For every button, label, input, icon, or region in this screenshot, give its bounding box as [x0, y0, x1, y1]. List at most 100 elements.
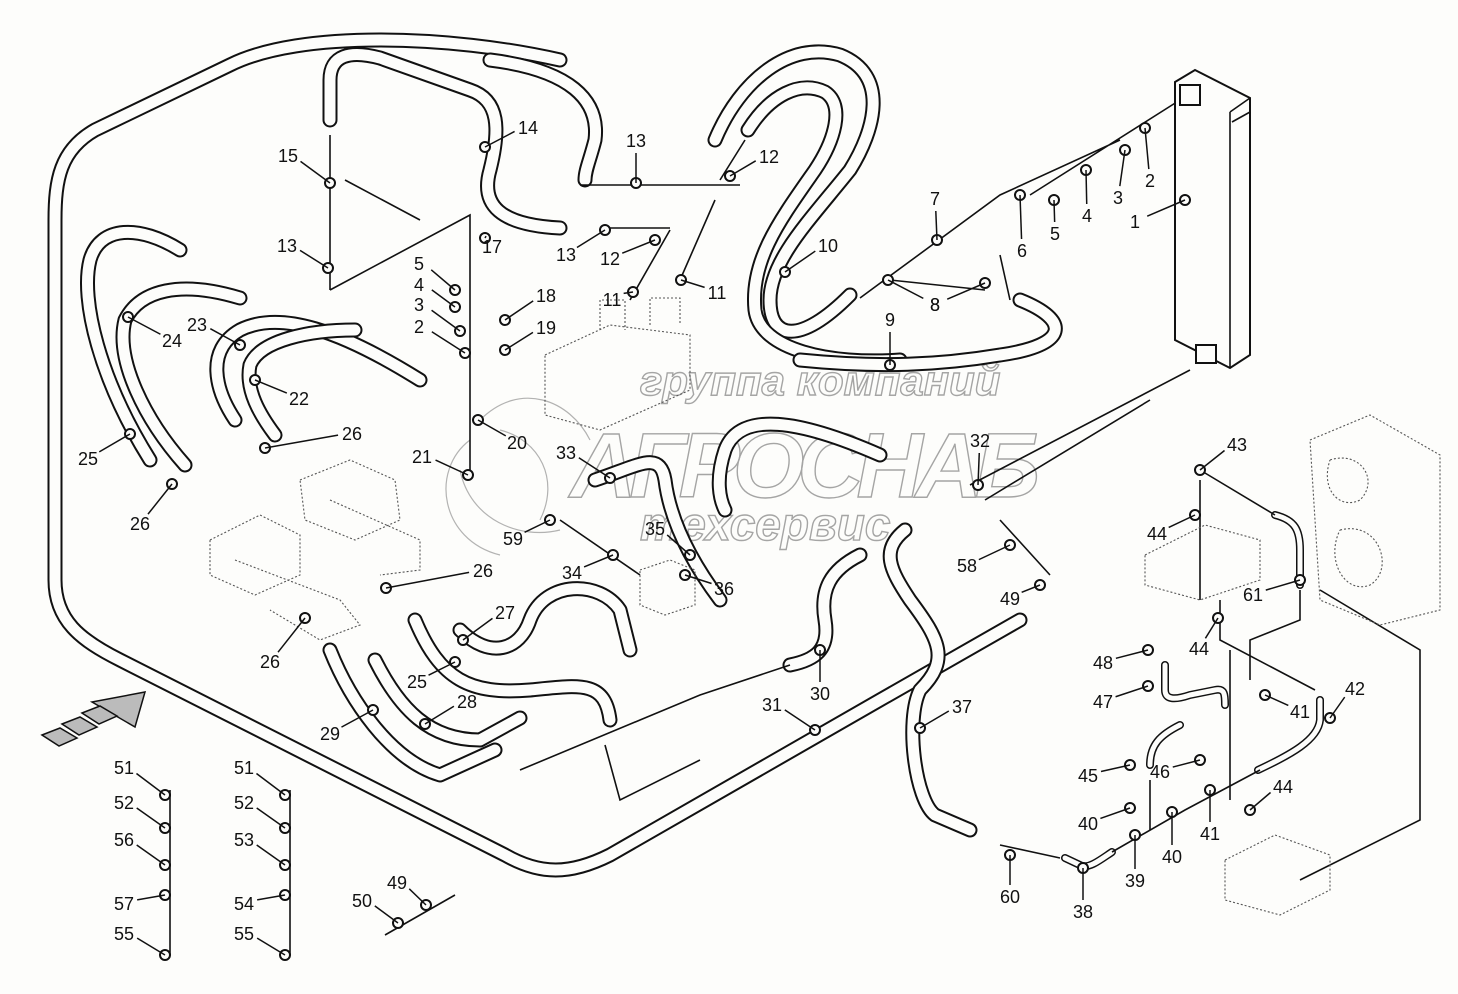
callout-8: 8	[887, 279, 940, 315]
callout-number: 23	[187, 315, 207, 335]
callout-leader	[98, 433, 131, 453]
callout-leader	[1021, 584, 1041, 594]
callout-number: 1	[1130, 212, 1140, 232]
callout-leader	[621, 239, 656, 254]
pump-ghost-bottom	[1224, 834, 1331, 916]
callout-20: 20	[477, 419, 527, 453]
callout-number: 17	[482, 237, 502, 257]
callout-leader	[576, 229, 606, 249]
callout-leader	[666, 534, 691, 556]
callout-number: 11	[708, 283, 727, 303]
hose-31-outer-loop	[47, 32, 1028, 878]
callout-17: 17	[482, 235, 502, 257]
callout-6: 6	[1017, 194, 1027, 261]
callout-number: 25	[407, 672, 427, 692]
callout-number: 47	[1093, 692, 1113, 712]
callout-24: 24	[127, 316, 182, 351]
callout-leader	[583, 554, 614, 568]
callout-57: 57	[114, 894, 166, 914]
callout-8: 8	[930, 282, 986, 315]
callout-number: 5	[414, 254, 424, 274]
callout-number: 53	[234, 830, 254, 850]
callout-5: 5	[414, 254, 456, 291]
callout-number: 29	[320, 724, 340, 744]
callout-leader	[300, 160, 331, 184]
callout-leader	[428, 661, 456, 676]
callout-number: 15	[278, 146, 298, 166]
callout-number: 31	[762, 695, 782, 715]
callout-leader	[277, 617, 306, 653]
callout-leader	[341, 709, 374, 728]
callout-leader	[484, 130, 515, 148]
callout-number: 49	[1000, 589, 1020, 609]
callout-leader	[1264, 694, 1289, 707]
callout-number: 4	[414, 275, 424, 295]
oil-cooler	[1174, 68, 1251, 370]
callout-38: 38	[1073, 868, 1093, 922]
callout-19: 19	[504, 318, 556, 351]
callout-leader	[256, 844, 286, 866]
callout-number: 22	[289, 389, 309, 409]
callout-leader	[1265, 579, 1301, 591]
callout-7: 7	[930, 189, 940, 241]
callout-28: 28	[424, 692, 477, 725]
callout-number: 4	[1082, 206, 1092, 226]
callout-35: 35	[645, 519, 691, 556]
pipe-42	[1254, 696, 1324, 774]
callout-leader	[1085, 169, 1088, 205]
callout-number: 20	[507, 433, 527, 453]
callout-number: 57	[114, 894, 134, 914]
callout-leader	[136, 937, 166, 956]
callout-number: 13	[626, 131, 646, 151]
callout-29: 29	[320, 709, 374, 744]
callout-leader	[264, 434, 339, 449]
callout-number: 14	[518, 118, 538, 138]
fittings	[122, 122, 1336, 961]
callout-number: 28	[457, 692, 477, 712]
callout-56: 56	[114, 830, 166, 866]
callout-leader	[256, 772, 286, 796]
callout-36: 36	[684, 574, 734, 599]
callout-15: 15	[278, 146, 331, 184]
watermark-leaf-logo	[445, 397, 591, 556]
callout-number: 13	[556, 245, 576, 265]
callout-number: 3	[1113, 188, 1123, 208]
callout-60: 60	[1000, 855, 1020, 907]
callout-21: 21	[412, 447, 469, 476]
callout-43: 43	[1199, 435, 1247, 471]
callout-leader	[504, 331, 534, 351]
callout-number: 8	[930, 295, 940, 315]
callout-12: 12	[600, 239, 656, 269]
callout-leader	[256, 807, 286, 829]
watermark: группа компаний АГРОСНАБ техсервис	[445, 356, 1041, 556]
callout-59: 59	[503, 519, 551, 549]
callout-number: 41	[1290, 702, 1310, 722]
callout-25: 25	[78, 433, 131, 469]
callout-50: 50	[352, 891, 399, 924]
hose-10	[707, 44, 908, 369]
callout-leader	[504, 300, 534, 321]
callout-leader	[919, 710, 950, 729]
callout-leader	[430, 269, 456, 291]
callout-number: 12	[600, 249, 620, 269]
sensor-block-ghost	[639, 559, 696, 616]
callout-18: 18	[504, 286, 556, 321]
callout-leader	[1053, 199, 1056, 223]
callout-leader	[424, 705, 455, 725]
callout-2: 2	[1144, 127, 1155, 191]
callout-leader	[477, 419, 507, 437]
callout-30: 30	[810, 650, 830, 704]
callout-number: 2	[414, 317, 424, 337]
callout-number: 40	[1162, 847, 1182, 867]
hose-30	[782, 547, 868, 673]
callout-number: 54	[234, 894, 254, 914]
pipe-38	[1061, 848, 1116, 871]
callout-number: 18	[536, 286, 556, 306]
callout-12: 12	[729, 147, 779, 177]
callout-leader	[684, 574, 712, 585]
callout-37: 37	[919, 697, 972, 729]
callout-leader	[431, 331, 466, 354]
callout-leader	[147, 483, 173, 515]
callout-52: 52	[114, 793, 166, 829]
callout-leader	[137, 894, 166, 901]
